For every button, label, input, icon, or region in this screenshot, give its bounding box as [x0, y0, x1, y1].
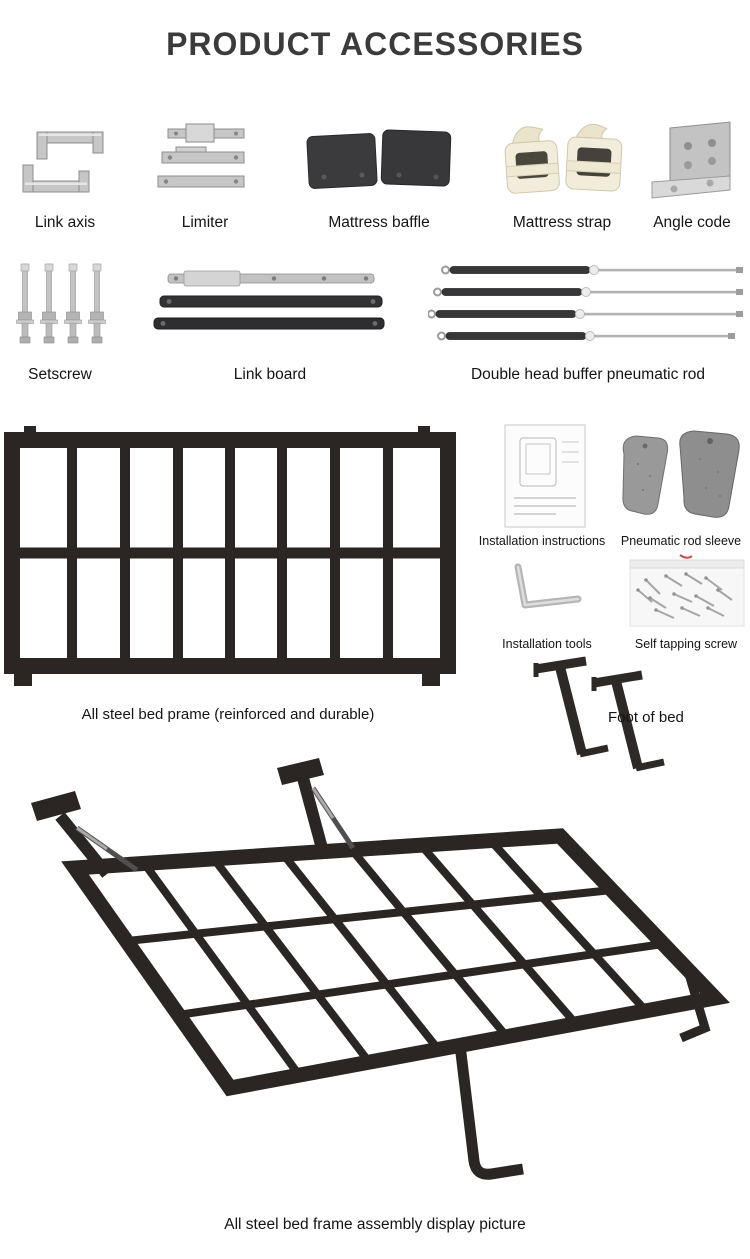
pneumatic-rod-photo: [428, 260, 748, 350]
self-tapping-screw-photo: [626, 550, 748, 632]
installation-tools-photo: [502, 558, 592, 628]
setscrew-label: Setscrew: [28, 366, 92, 383]
pneumatic-rod-sleeve-photo: [610, 424, 748, 526]
mattress-strap-photo: [500, 118, 626, 206]
mattress-baffle-label: Mattress baffle: [328, 214, 430, 231]
foot-of-bed-photo: [528, 650, 666, 788]
installation-instructions-photo: [500, 422, 590, 532]
mattress-strap-label: Mattress strap: [512, 214, 612, 231]
self-tapping-screw-label: Self tapping screw: [634, 637, 738, 651]
installation-instructions-label: Installation instructions: [478, 534, 606, 548]
link-board-label: Link board: [233, 366, 307, 383]
steel-bed-frame-photo: [0, 424, 464, 694]
link-axis-label: Link axis: [34, 214, 96, 231]
link-board-photo: [152, 268, 390, 340]
limiter-photo: [152, 120, 257, 208]
pneumatic-rod-label: Double head buffer pneumatic rod: [470, 366, 706, 383]
setscrew-photo: [10, 256, 110, 354]
link-axis-photo: [15, 120, 115, 208]
installation-tools-label: Installation tools: [502, 637, 592, 651]
assembly-caption: All steel bed frame assembly display pic…: [224, 1216, 526, 1233]
angle-code-label: Angle code: [653, 214, 731, 231]
limiter-label: Limiter: [181, 214, 229, 231]
bed-frame-caption: All steel bed prame (reinforced and dura…: [81, 706, 375, 723]
assembled-bed-frame-photo: [15, 748, 735, 1200]
foot-of-bed-label: Foot of bed: [608, 709, 684, 726]
mattress-baffle-photo: [303, 124, 455, 202]
angle-code-photo: [640, 118, 746, 210]
page-title: PRODUCT ACCESSORIES: [166, 26, 584, 62]
pneumatic-rod-sleeve-label: Pneumatic rod sleeve: [620, 534, 742, 548]
